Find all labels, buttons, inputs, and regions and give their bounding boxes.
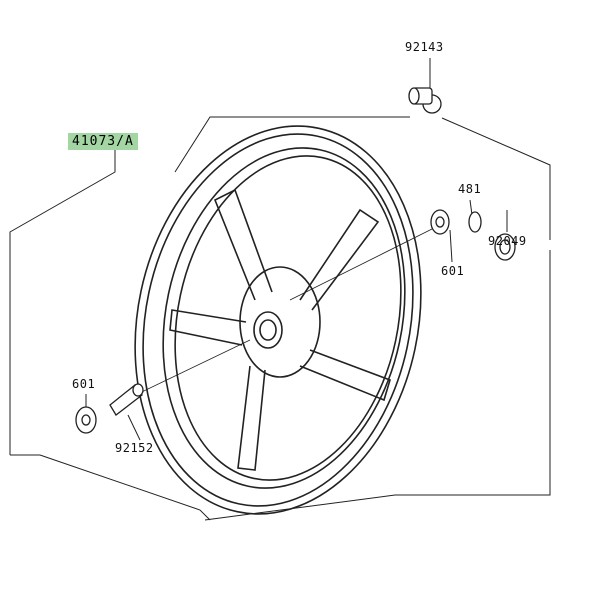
wheel (134, 125, 422, 515)
bearing-601-right (430, 209, 450, 235)
collar-92143 (408, 87, 442, 114)
part-label-481[interactable]: 481 (458, 182, 482, 196)
bearing-601-left (75, 406, 97, 434)
part-label-601-right[interactable]: 601 (441, 264, 465, 278)
part-label-92152[interactable]: 92152 (115, 441, 154, 455)
main-part-label[interactable]: 41073/A (68, 133, 138, 150)
group-outline (9, 150, 116, 455)
circlip-481 (468, 211, 482, 233)
seal-92049 (494, 233, 516, 261)
part-label-92143[interactable]: 92143 (405, 40, 444, 54)
part-label-601-left[interactable]: 601 (72, 377, 96, 391)
spacer-92152 (109, 383, 144, 416)
part-label-92049[interactable]: 92049 (488, 234, 527, 248)
